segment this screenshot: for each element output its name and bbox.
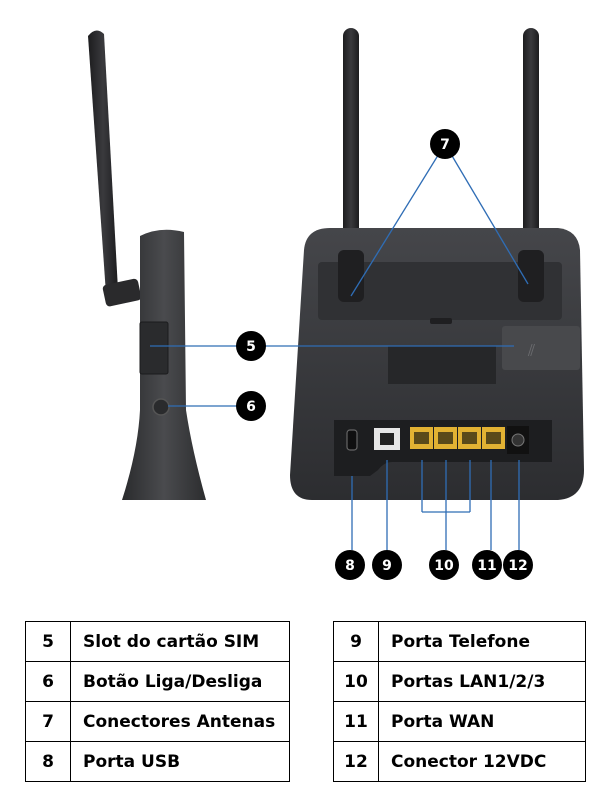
side-power-button: [152, 398, 170, 416]
legend-row: 9 Porta Telefone: [333, 621, 586, 662]
legend-row: 5 Slot do cartão SIM: [25, 621, 290, 662]
legend-table-left: 5 Slot do cartão SIM 6 Botão Liga/Deslig…: [25, 621, 290, 782]
svg-text:7: 7: [440, 137, 450, 153]
legend-number: 10: [333, 661, 379, 702]
router-back-view: ⫽: [290, 28, 584, 500]
callout-6: 6: [236, 391, 266, 421]
legend-description: Porta Telefone: [378, 621, 586, 662]
legend-row: 8 Porta USB: [25, 741, 290, 782]
router-diagram: ⫽: [88, 28, 584, 580]
legend-description: Portas LAN1/2/3: [378, 661, 586, 702]
legend-table-right: 9 Porta Telefone 10 Portas LAN1/2/3 11 P…: [333, 621, 586, 782]
back-vent: [388, 346, 496, 384]
usb-port: [346, 429, 358, 451]
callout-5: 5: [236, 331, 266, 361]
legend-row: 6 Botão Liga/Desliga: [25, 661, 290, 702]
svg-text:11: 11: [477, 558, 496, 574]
legend-row: 10 Portas LAN1/2/3: [333, 661, 586, 702]
legend-number: 8: [25, 741, 71, 782]
legend-description: Porta USB: [70, 741, 290, 782]
legend-number: 5: [25, 621, 71, 662]
legend-description: Conectores Antenas: [70, 701, 290, 742]
svg-text:5: 5: [246, 339, 256, 355]
callout-10: 10: [429, 550, 459, 580]
antenna-base-left: [338, 250, 364, 302]
antenna-base-right: [518, 250, 544, 302]
svg-text:12: 12: [508, 558, 527, 574]
callout-11: 11: [472, 550, 502, 580]
legend-number: 7: [25, 701, 71, 742]
legend-description: Slot do cartão SIM: [70, 621, 290, 662]
callout-8: 8: [335, 550, 365, 580]
svg-text:6: 6: [246, 399, 256, 415]
callout-9: 9: [372, 550, 402, 580]
legend-row: 7 Conectores Antenas: [25, 701, 290, 742]
legend-row: 12 Conector 12VDC: [333, 741, 586, 782]
legend-row: 11 Porta WAN: [333, 701, 586, 742]
legend-description: Porta WAN: [378, 701, 586, 742]
side-antenna-hinge: [102, 278, 142, 307]
back-sim-cover: [502, 326, 580, 370]
back-notch: [430, 318, 452, 324]
svg-text:9: 9: [382, 558, 392, 574]
sim-cover-mark: ⫽: [527, 341, 535, 360]
legend-description: Botão Liga/Desliga: [70, 661, 290, 702]
router-side-view: [88, 30, 206, 500]
side-antenna: [88, 30, 118, 294]
callout-12: 12: [503, 550, 533, 580]
side-sim-slot: [139, 321, 169, 375]
legend-number: 9: [333, 621, 379, 662]
callout-7: 7: [430, 129, 460, 159]
legend-number: 11: [333, 701, 379, 742]
legend-description: Conector 12VDC: [378, 741, 586, 782]
svg-text:10: 10: [434, 558, 454, 574]
back-upper-panel: [318, 262, 562, 320]
legend-number: 12: [333, 741, 379, 782]
legend-number: 6: [25, 661, 71, 702]
svg-text:8: 8: [345, 558, 355, 574]
